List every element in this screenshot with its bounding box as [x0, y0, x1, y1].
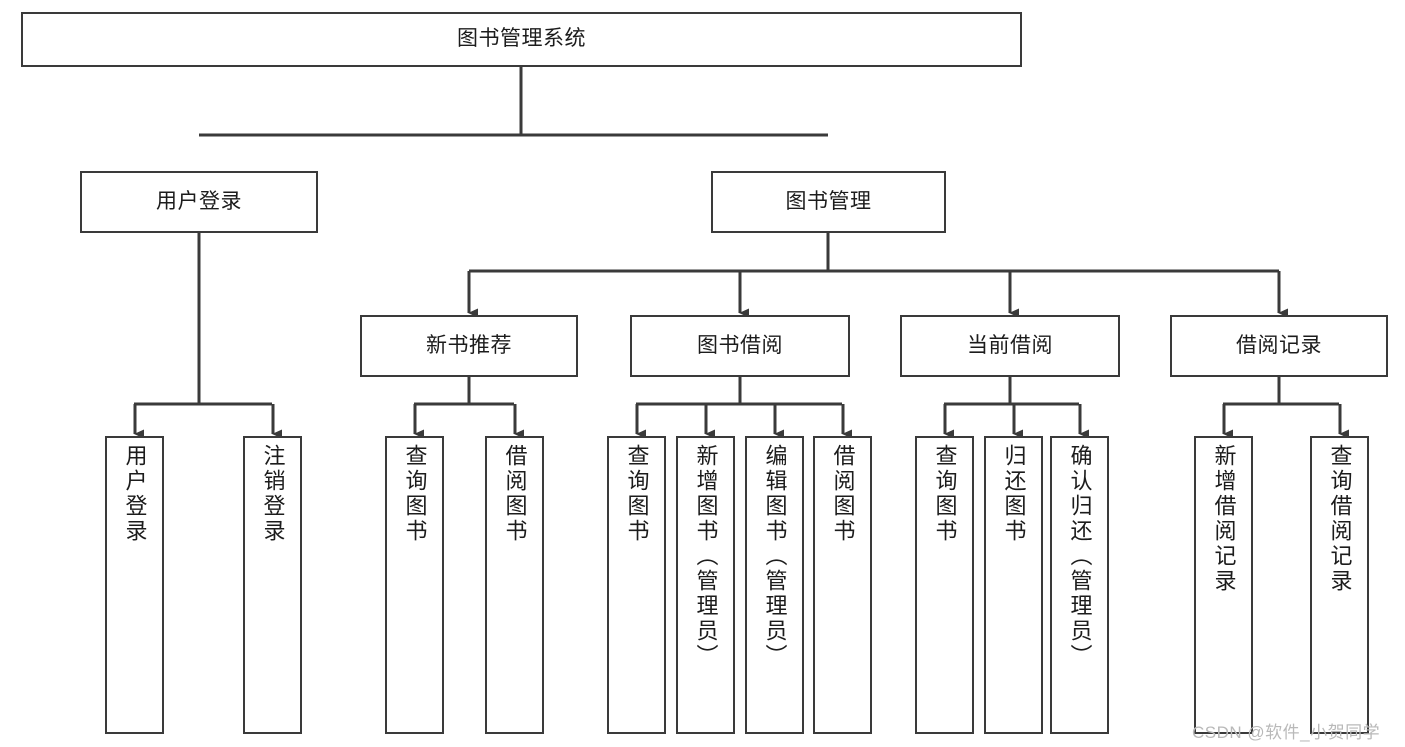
node-leaf-query-book-current[interactable]: 查询图书	[915, 436, 974, 734]
node-leaf-confirm-return[interactable]: 确认归还（管理员）	[1050, 436, 1109, 734]
node-label: 新增图书（管理员）	[693, 444, 719, 669]
node-label: 注销登录	[260, 444, 286, 544]
node-leaf-borrow-book[interactable]: 借阅图书	[813, 436, 872, 734]
node-label: 借阅图书	[830, 444, 856, 544]
node-leaf-add-book[interactable]: 新增图书（管理员）	[676, 436, 735, 734]
node-label: 用户登录	[156, 189, 242, 213]
node-label: 图书管理系统	[457, 27, 586, 51]
node-label: 查询图书	[402, 444, 428, 544]
node-label: 查询图书	[624, 444, 650, 544]
node-leaf-user-login[interactable]: 用户登录	[105, 436, 164, 734]
node-leaf-logout-login[interactable]: 注销登录	[243, 436, 302, 734]
node-leaf-add-borrow-record[interactable]: 新增借阅记录	[1194, 436, 1253, 734]
node-label: 图书借阅	[697, 333, 783, 357]
csdn-watermark: CSDN @软件_小贺同学	[1192, 723, 1381, 742]
node-label: 借阅图书	[502, 444, 528, 544]
node-book-borrow[interactable]: 图书借阅	[630, 315, 850, 377]
node-current-borrow[interactable]: 当前借阅	[900, 315, 1120, 377]
node-leaf-edit-book[interactable]: 编辑图书（管理员）	[745, 436, 804, 734]
node-leaf-return-book[interactable]: 归还图书	[984, 436, 1043, 734]
node-new-book-recommend[interactable]: 新书推荐	[360, 315, 578, 377]
node-root[interactable]: 图书管理系统	[21, 12, 1022, 67]
node-label: 确认归还（管理员）	[1067, 444, 1093, 669]
node-label: 当前借阅	[967, 333, 1053, 357]
node-leaf-borrow-book-recommend[interactable]: 借阅图书	[485, 436, 544, 734]
node-label: 查询借阅记录	[1327, 444, 1353, 594]
node-label: 查询图书	[932, 444, 958, 544]
node-leaf-query-borrow-record[interactable]: 查询借阅记录	[1310, 436, 1369, 734]
node-label: 新增借阅记录	[1211, 444, 1237, 594]
node-user-login[interactable]: 用户登录	[80, 171, 318, 233]
node-label: 用户登录	[122, 444, 148, 544]
node-leaf-query-book-borrow[interactable]: 查询图书	[607, 436, 666, 734]
node-label: 新书推荐	[426, 333, 512, 357]
node-label: 图书管理	[785, 189, 872, 213]
node-label: 编辑图书（管理员）	[762, 444, 788, 669]
node-leaf-query-book-recommend[interactable]: 查询图书	[385, 436, 444, 734]
node-label: 借阅记录	[1236, 333, 1322, 357]
node-book-manage[interactable]: 图书管理	[711, 171, 946, 233]
node-label: 归还图书	[1001, 444, 1027, 544]
node-borrow-record[interactable]: 借阅记录	[1170, 315, 1388, 377]
